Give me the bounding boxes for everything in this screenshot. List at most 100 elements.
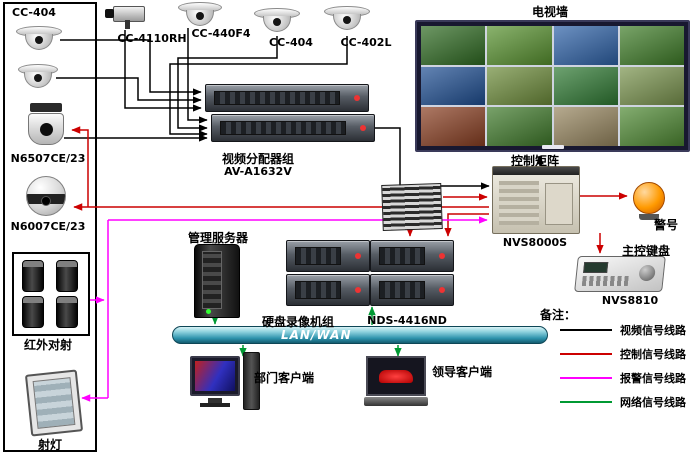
camera-ball — [263, 16, 291, 32]
label-dvr: 硬盘录像机组 — [261, 315, 334, 329]
camera-lens-icon — [34, 74, 42, 82]
tv-wall-cell — [487, 107, 552, 146]
matrix-grill — [499, 181, 539, 225]
power-led-icon — [439, 287, 445, 293]
rack-slots — [214, 91, 340, 105]
spotlight-grid — [32, 377, 76, 429]
ptz-orb — [26, 176, 66, 216]
infrared-cylinder — [22, 260, 44, 292]
camera-lens-icon — [343, 16, 351, 24]
label-cc440f4: CC-440F4 — [191, 27, 251, 40]
pc-tower — [243, 352, 260, 410]
dome-camera-cc440f4 — [178, 2, 222, 26]
label-leader-client: 领导客户端 — [431, 365, 492, 379]
leader-client-laptop — [364, 356, 428, 406]
camera-ball — [186, 10, 214, 26]
control-matrix-device — [492, 166, 580, 234]
legend-label-alarm: 报警信号线路 — [620, 372, 686, 385]
label-cc404-box: CC-404 — [12, 6, 56, 19]
cylinder-top — [23, 261, 43, 267]
rack-slots — [379, 281, 425, 299]
cylinder-top — [23, 297, 43, 303]
dome-camera-1 — [16, 26, 62, 50]
camera-lens-icon — [196, 12, 204, 20]
label-matrix: 控制矩阵 — [510, 154, 559, 168]
legend-row-alarm: 报警信号线路 — [560, 370, 686, 386]
cylinder-top — [57, 261, 77, 267]
alarm-line-sample — [560, 377, 612, 379]
label-distributor-model: AV-A1632V — [224, 165, 292, 178]
camera-ball — [333, 14, 361, 30]
tv-wall-cell — [421, 26, 486, 65]
legend-title: 备注： — [540, 308, 577, 322]
camera-mount — [30, 103, 62, 112]
rack-slots — [295, 281, 341, 299]
video-signal-lines — [56, 28, 544, 190]
rack-slots — [295, 247, 341, 265]
control-keyboard-device — [574, 256, 666, 292]
laptop-screen — [366, 356, 426, 396]
video-distributor-unit-1 — [205, 84, 369, 112]
label-dvr-model: NDS-4416ND — [367, 314, 447, 327]
keyboard-screen — [583, 262, 609, 273]
power-led-icon — [206, 309, 211, 314]
camera-lens-icon — [39, 122, 53, 136]
tv-wall-cell — [553, 107, 618, 146]
camera-ball — [24, 72, 52, 88]
dome-camera-cc404 — [254, 8, 300, 32]
label-spotlight: 射灯 — [37, 438, 62, 452]
siren-ball-icon — [633, 182, 665, 214]
tv-wall-cell — [619, 26, 684, 65]
label-keyboard-model: NVS8810 — [601, 294, 659, 307]
video-line-sample — [560, 329, 612, 331]
lan-wan-label: LAN/WAN — [281, 328, 352, 342]
infrared-cylinder — [56, 296, 78, 328]
network-line-sample — [560, 401, 612, 403]
legend-label-network: 网络信号线路 — [620, 396, 686, 409]
joystick-icon — [638, 265, 656, 281]
label-infrared: 红外对射 — [23, 338, 72, 352]
camera-housing — [28, 113, 64, 145]
label-n6007: N6007CE/23 — [10, 220, 86, 233]
tv-wall-logo — [541, 145, 564, 149]
label-cc402l: CC-402L — [340, 36, 392, 49]
camera-lens-icon — [105, 9, 114, 18]
infrared-cylinder — [56, 260, 78, 292]
box-camera-cc4110rh — [103, 4, 149, 30]
lan-wan-bus: LAN/WAN — [172, 326, 548, 344]
ptz-dome-n6007 — [24, 176, 68, 216]
left-camera-enclosure — [3, 2, 97, 452]
dvr-unit-4 — [370, 274, 454, 306]
monitor — [190, 356, 240, 396]
camera-mount — [125, 20, 130, 29]
dvr-unit-1 — [286, 240, 370, 272]
camera-lens-icon — [41, 196, 51, 206]
label-keyboard: 主控键盘 — [621, 244, 670, 258]
tv-wall-cell — [553, 66, 618, 106]
tv-wall-cell — [619, 66, 684, 106]
alarm-host-device — [381, 182, 443, 232]
ceiling-camera-n6507 — [26, 103, 66, 145]
legend-label-video: 视频信号线路 — [620, 324, 686, 337]
infrared-cylinder — [22, 296, 44, 328]
siren-base — [639, 214, 659, 220]
label-tv-wall: 电视墙 — [531, 5, 568, 19]
dome-camera-2 — [18, 64, 58, 88]
legend-row-video: 视频信号线路 — [560, 322, 686, 338]
dome-camera-cc402l — [324, 6, 370, 30]
matrix-panel — [545, 183, 573, 225]
label-dept-client: 部门客户端 — [253, 371, 314, 385]
camera-ball — [25, 34, 53, 50]
label-cc404-top: CC-404 — [269, 36, 313, 49]
label-siren: 警号 — [653, 218, 678, 232]
legend-label-control: 控制信号线路 — [620, 348, 686, 361]
label-server: 管理服务器 — [187, 231, 248, 245]
legend-row-network: 网络信号线路 — [560, 394, 686, 410]
server-front-panel — [202, 251, 222, 309]
tv-wall-cell — [553, 26, 618, 65]
power-led-icon — [439, 253, 445, 259]
power-led-icon — [360, 125, 366, 131]
label-distributor: 视频分配器组 — [221, 152, 294, 166]
tv-wall-cell — [421, 107, 486, 146]
